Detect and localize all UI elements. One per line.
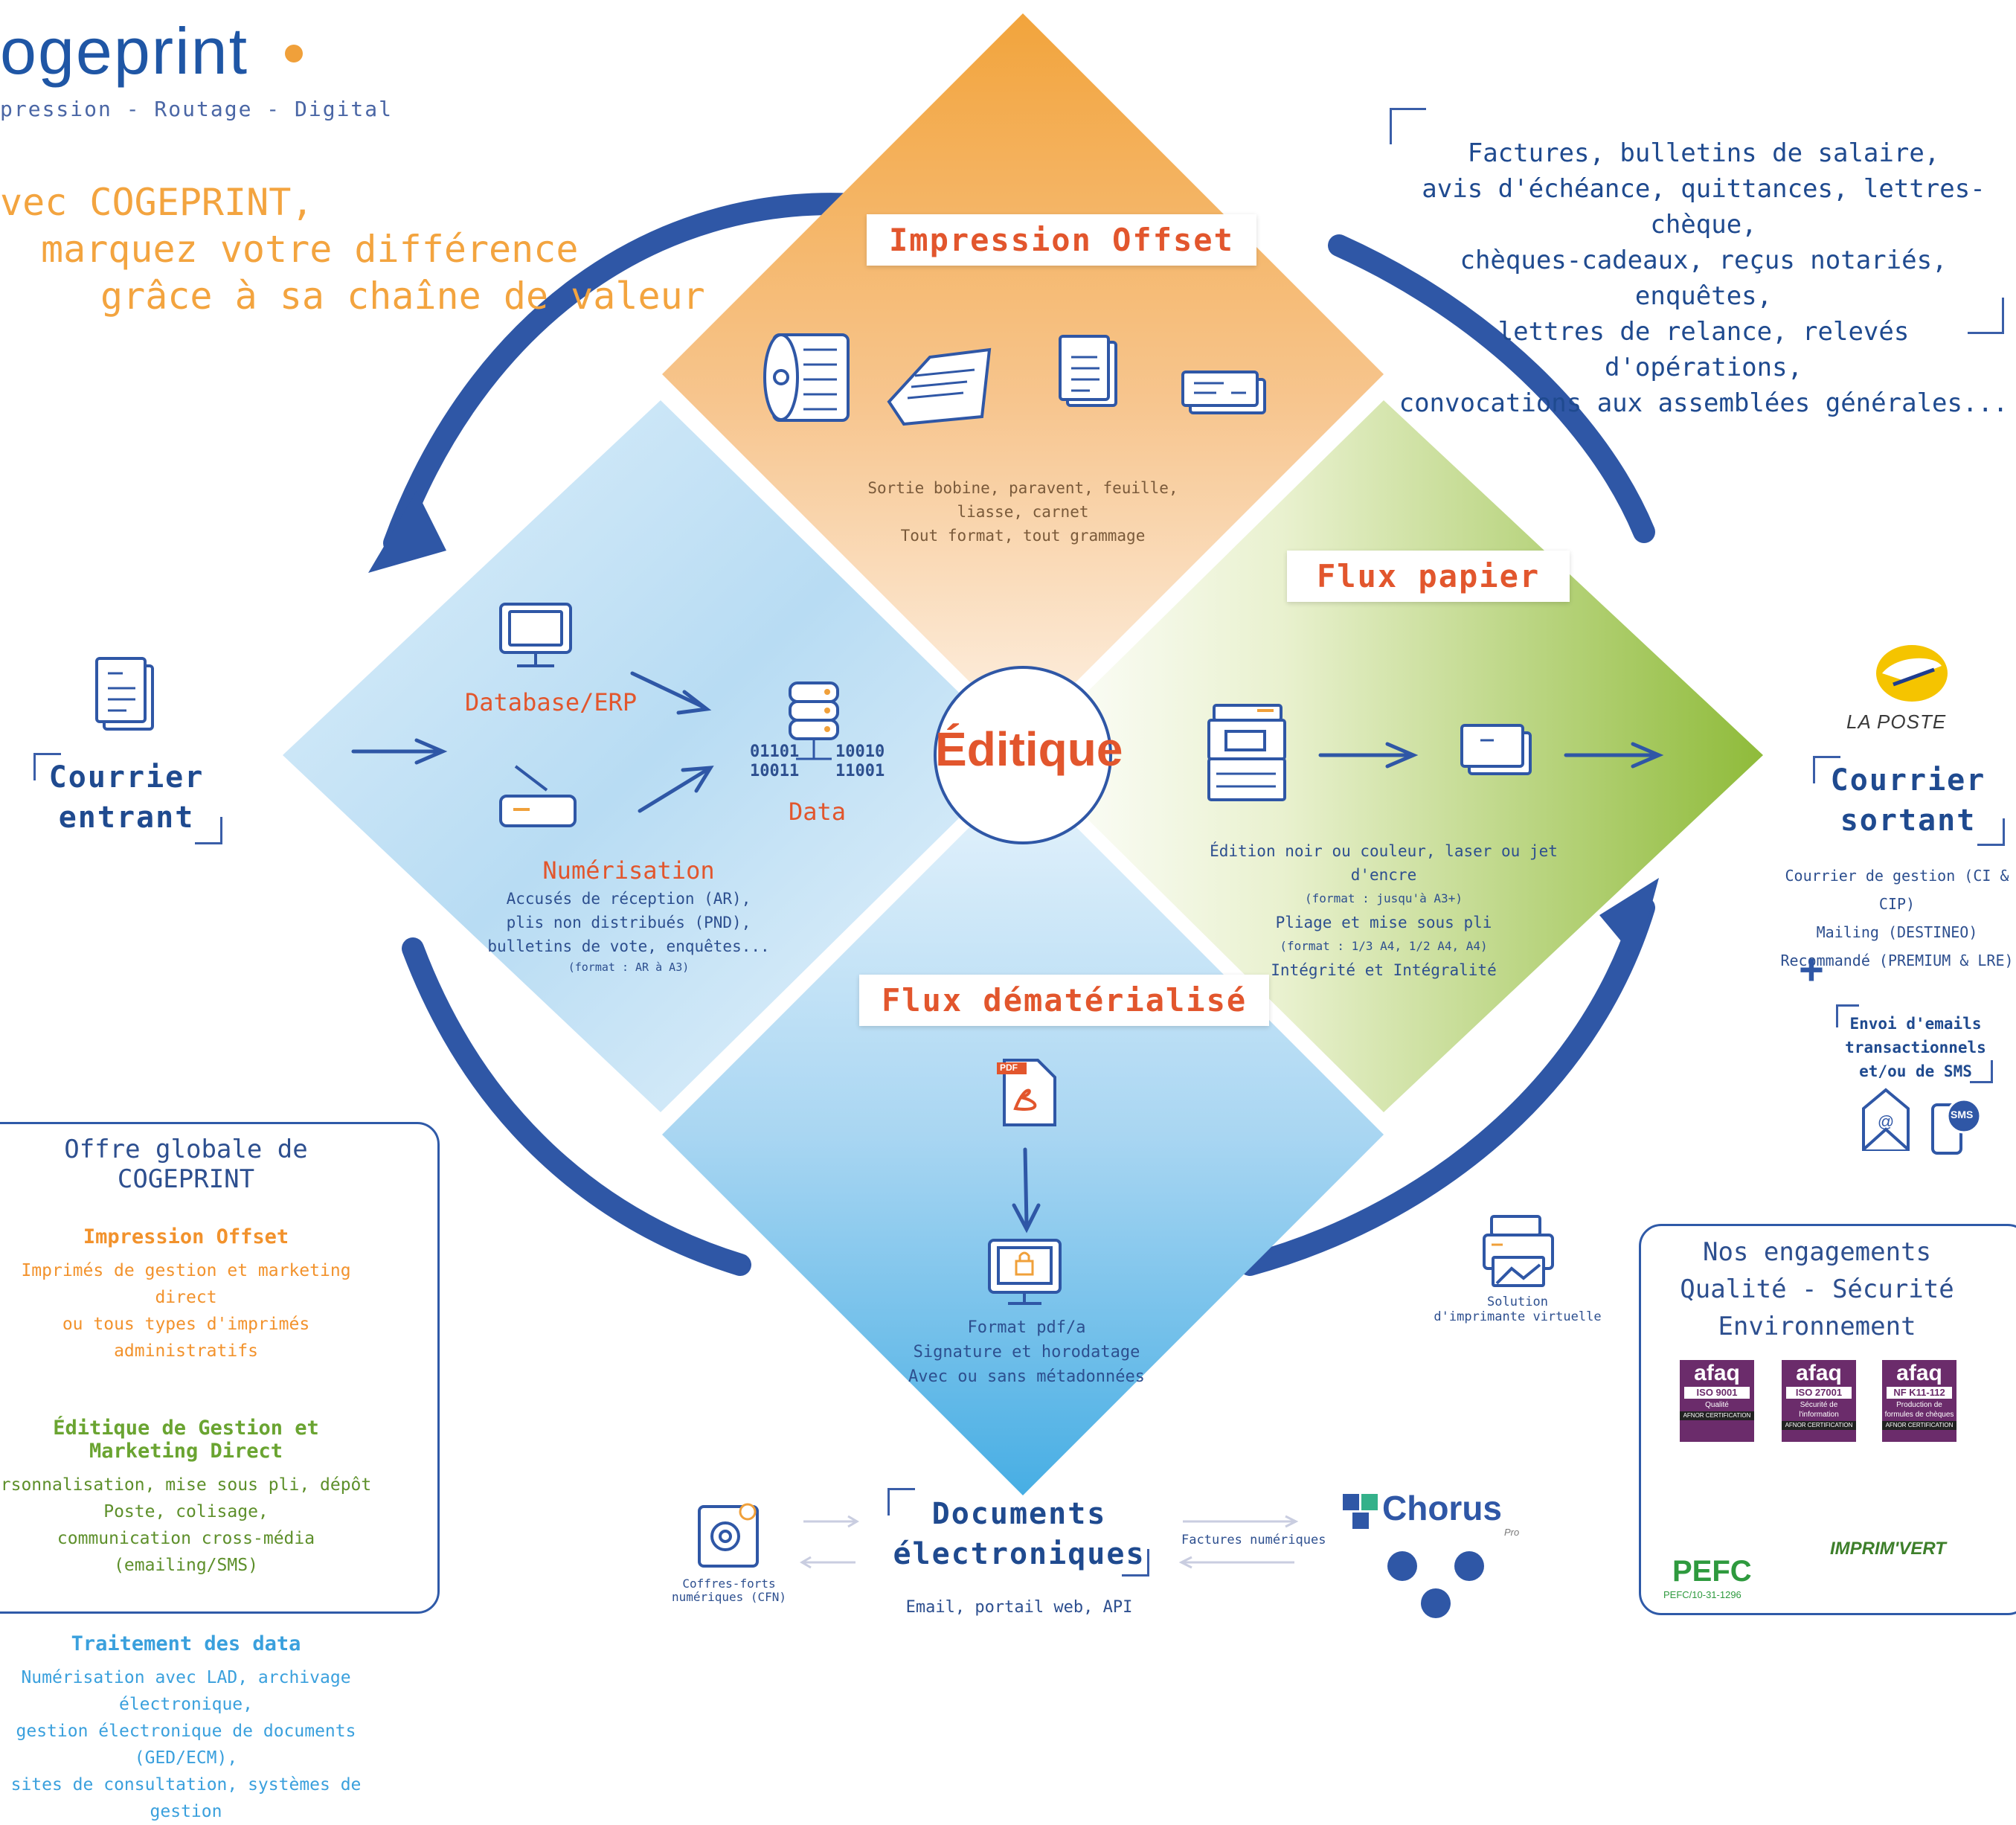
- phone-sms-icon: [1931, 1098, 1982, 1155]
- binary-right: 10010 11001: [835, 742, 885, 780]
- logo-dot: [285, 45, 303, 62]
- offset-title: Impression Offset: [867, 214, 1256, 266]
- quadrant-demat: [662, 774, 1384, 1495]
- offre-data-heading: Traitement des data: [71, 1632, 301, 1655]
- slogan-line-3: grâce à sa chaîne de valeur: [100, 275, 705, 318]
- quadrant-entrant: [283, 400, 1023, 1112]
- scanner-icon: [499, 765, 577, 827]
- offre-title: Offre globale de COGEPRINT: [64, 1135, 308, 1194]
- carnet-icon: [1181, 371, 1266, 414]
- document-types: Factures, bulletins de salaire, avis d'é…: [1399, 138, 2009, 418]
- afaq-nfk11-badge: afaq NF K11-112 Production de formules d…: [1882, 1360, 1956, 1442]
- virtual-printer-label: Solution d'imprimante virtuelle: [1434, 1295, 1602, 1324]
- docs-bracket-close: [1122, 1549, 1149, 1577]
- docs-channels: Email, portail web, API: [905, 1598, 1133, 1617]
- data-label: Data: [789, 798, 847, 826]
- monitor-icon: [499, 603, 572, 667]
- pefc-code: PEFC/10-31-1296: [1663, 1589, 1741, 1600]
- entrant-bracket-open: [33, 753, 61, 780]
- laposte-label: LA POSTE: [1846, 711, 1947, 733]
- secure-monitor-icon: [988, 1239, 1062, 1305]
- chorus-factory-icons: [1387, 1551, 1484, 1618]
- offre-globale-panel: [0, 1122, 440, 1614]
- svg-text:@: @: [1878, 1112, 1894, 1131]
- imprimvert-wordmark: IMPRIM'VERT: [1830, 1539, 1946, 1559]
- sortant-services: Courrier de gestion (CI & CIP) Mailing (…: [1780, 867, 2014, 969]
- slogan-line-1: vec COGEPRINT,: [0, 181, 314, 224]
- arrowhead-left: [368, 491, 446, 573]
- chorus-pro-mark: Pro: [1504, 1527, 1520, 1538]
- laposte-logo: [1876, 645, 1948, 702]
- docs-arrows: [800, 1515, 1299, 1569]
- safe-icon: [698, 1503, 759, 1568]
- numerisation-block: Numérisation Accusés de réception (AR), …: [487, 856, 770, 974]
- pdf-tag: PDF: [1000, 1062, 1018, 1073]
- database-erp-label: Database/ERP: [465, 688, 638, 716]
- incoming-document-icon: [95, 657, 154, 731]
- cogeprint-logo: ogeprint: [0, 14, 249, 88]
- docs-bracket-open: [887, 1488, 915, 1516]
- feuille-icon: [1059, 335, 1117, 407]
- flow-arrows: [351, 671, 1664, 1234]
- pdf-icon: [997, 1059, 1056, 1126]
- copier-icon: [1207, 704, 1286, 801]
- cfn-label: Coffres-forts numériques (CFN): [671, 1577, 787, 1604]
- editique-label: Éditique: [935, 722, 1123, 776]
- offset-description: Sortie bobine, paravent, feuille, liasse…: [867, 479, 1178, 545]
- sortant-bracket-open: [1813, 756, 1840, 783]
- emails-sms-label: Envoi d'emails transactionnels et/ou de …: [1845, 1015, 1986, 1080]
- papier-title: Flux papier: [1287, 551, 1570, 602]
- plus-sign: +: [1799, 946, 1824, 994]
- paravent-icon: [887, 347, 992, 426]
- slogan-line-2: marquez votre différence: [41, 228, 579, 271]
- emails-bracket-close: [1970, 1060, 1993, 1083]
- emails-bracket-open: [1836, 1004, 1859, 1027]
- factures-numeriques-label: Factures numériques: [1181, 1533, 1326, 1547]
- chorus-wordmark: Chorus: [1382, 1489, 1502, 1527]
- demat-description: Format pdf/a Signature et horodatage Ave…: [908, 1318, 1145, 1386]
- bobine-icon: [763, 333, 850, 422]
- quote-bracket-close: [1968, 298, 2004, 334]
- papier-description: Édition noir ou couleur, laser ou jet d'…: [1210, 842, 1558, 979]
- logo-tagline: pression - Routage - Digital: [0, 97, 394, 121]
- cycle-arrows: [383, 193, 1655, 1276]
- documents-electroniques-label: Documents électroniques: [893, 1497, 1146, 1571]
- database-icon: [789, 681, 839, 760]
- afaq-iso9001-badge: afaq ISO 9001 Qualité AFNOR CERTIFICATIO…: [1680, 1360, 1754, 1442]
- binary-left: 01101 10011: [750, 742, 800, 780]
- afaq-iso27001-badge: afaq ISO 27001 Sécurité de l'information…: [1782, 1360, 1856, 1442]
- envelope-stack-icon: [1460, 724, 1532, 775]
- virtual-printer-icon: [1483, 1215, 1554, 1287]
- offre-offset-heading: Impression Offset: [83, 1225, 289, 1248]
- arrowhead-right: [1599, 878, 1659, 960]
- engagements-heading: Nos engagements Qualité - Sécurité Envir…: [1680, 1237, 1954, 1341]
- courrier-sortant-label: Courrier sortant: [1830, 763, 1986, 838]
- offre-editique-heading: Éditique de Gestion et Marketing Direct: [53, 1417, 319, 1463]
- offre-globale-content: Offre globale de COGEPRINT Impression Of…: [0, 1135, 372, 1821]
- sms-badge-label: SMS: [1951, 1109, 1974, 1120]
- entrant-bracket-close: [195, 817, 222, 844]
- quadrant-offset: [662, 13, 1384, 735]
- pefc-wordmark: PEFC: [1672, 1555, 1752, 1588]
- courrier-entrant-label: Courrier entrant: [48, 760, 205, 835]
- chorus-logo: [1343, 1494, 1378, 1529]
- value-chain-diagram: @: [95, 13, 1982, 1618]
- email-icon: @: [1862, 1088, 1910, 1151]
- demat-title: Flux dématérialisé: [859, 975, 1270, 1026]
- center-circle: [934, 666, 1112, 844]
- sortant-bracket-close: [1977, 818, 2005, 846]
- quote-bracket-open: [1390, 108, 1426, 144]
